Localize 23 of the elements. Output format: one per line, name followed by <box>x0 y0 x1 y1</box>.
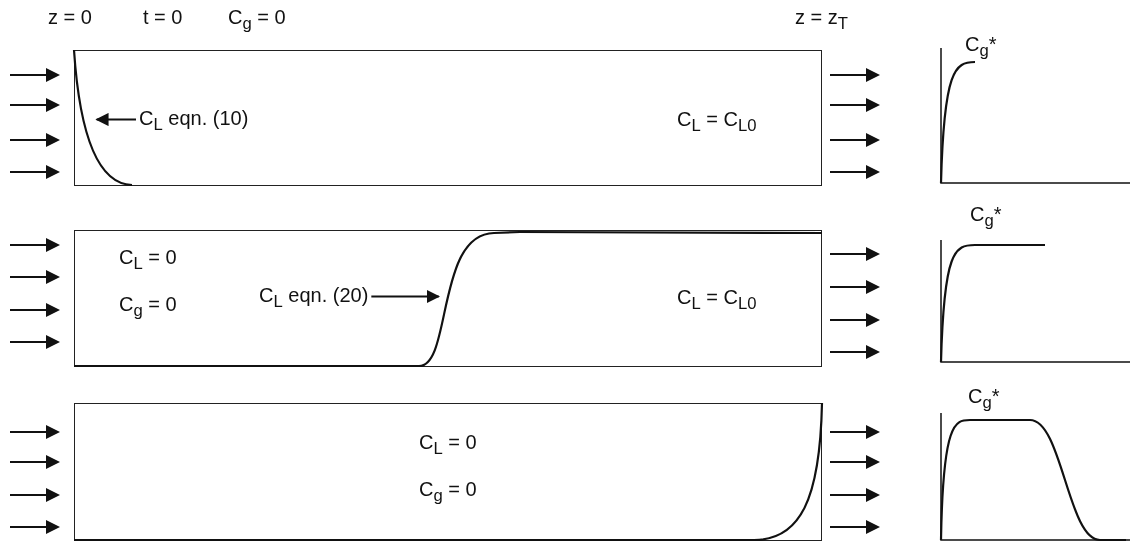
condition-label: C$_{g}$ = 0 <box>228 6 286 35</box>
condition-label: z = z$_{T}$ <box>795 6 848 35</box>
axis-label: C$_{g}$* <box>965 33 997 62</box>
column-box <box>74 50 822 186</box>
column-box <box>74 230 822 367</box>
concentration-label: C$_{L}$ = 0 <box>119 246 177 275</box>
condition-label: t = 0 <box>143 6 183 28</box>
concentration-label: C$_{g}$ = 0 <box>119 293 177 322</box>
arrow <box>371 289 440 304</box>
axis-label: C$_{g}$* <box>968 385 1000 414</box>
concentration-curve <box>72 49 132 186</box>
equation-label: C$_{L}$ eqn. (20) <box>259 284 369 313</box>
concentration-label: C$_{g}$ = 0 <box>419 478 477 507</box>
axis-label: C$_{g}$* <box>970 203 1002 232</box>
arrow <box>95 112 136 127</box>
concentration-curve <box>753 402 823 541</box>
concentration-label: C$_{L}$ = 0 <box>419 431 477 460</box>
equation-label: C$_{L}$ eqn. (10) <box>139 107 249 136</box>
concentration-curve <box>418 230 520 367</box>
column-box <box>74 403 822 541</box>
condition-label: z = 0 <box>48 6 92 28</box>
concentration-label: C$_{L}$ = C$_{L0}$ <box>677 286 757 315</box>
concentration-label: C$_{L}$ = C$_{L0}$ <box>677 108 757 137</box>
